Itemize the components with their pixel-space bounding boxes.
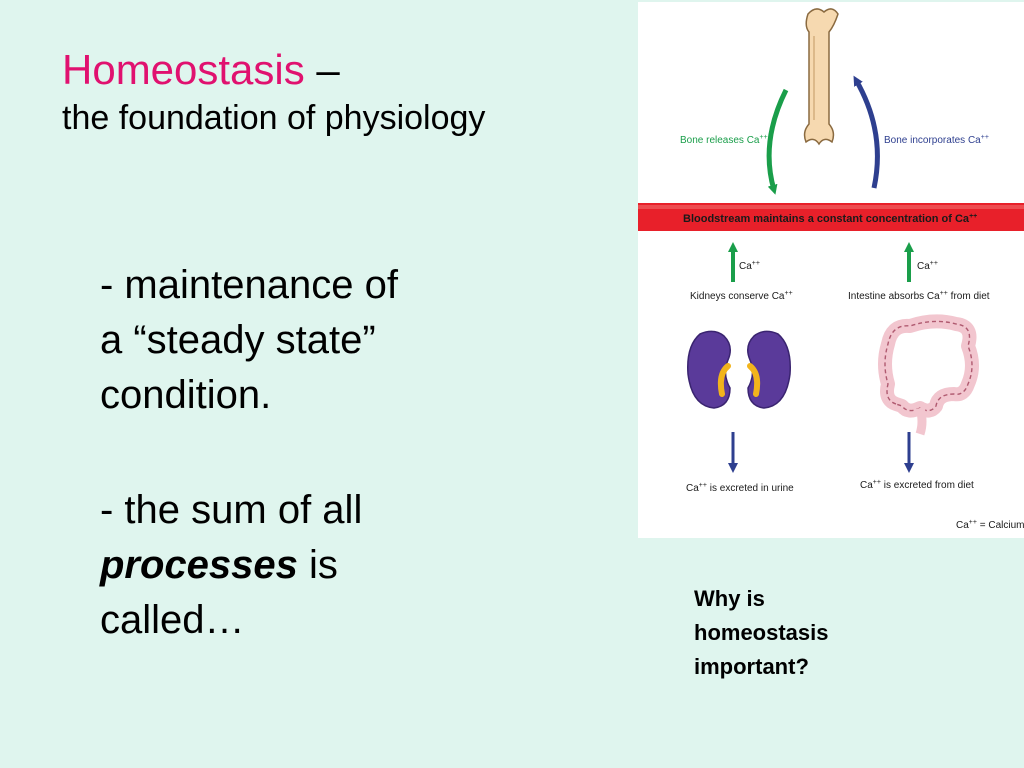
slide-body: - maintenance of a “steady state” condit… [100, 258, 540, 708]
label-bone-releases: Bone releases Ca++ [680, 134, 768, 146]
body-line-processes: processes is [100, 538, 540, 593]
calcium-diagram: Bone releases Ca++ Bone incorporates Ca+… [638, 8, 1024, 531]
kidneys-icon [687, 330, 791, 409]
bloodstream-band: Bloodstream maintains a constant concent… [638, 203, 1024, 231]
label-ca-left: Ca++ [739, 260, 760, 272]
label-urine: Ca++ is excreted in urine [686, 482, 794, 494]
calcium-homeostasis-figure: Bone releases Ca++ Bone incorporates Ca+… [638, 2, 1024, 538]
bone-incorporate-arrow [853, 75, 880, 189]
label-calcium-key: Ca++ = Calcium [956, 519, 1024, 531]
body-line: - the sum of all [100, 488, 363, 532]
paragraph-processes: - the sum of all processes is called… [100, 483, 540, 648]
bone-release-arrow [766, 88, 789, 195]
title-keyword: Homeostasis [62, 46, 305, 93]
body-line: - maintenance of [100, 263, 398, 307]
label-bloodstream: Bloodstream maintains a constant concent… [683, 213, 977, 225]
body-line: condition. [100, 373, 272, 417]
question-line: Why is [694, 586, 765, 611]
label-intestine: Intestine absorbs Ca++ from diet [848, 290, 990, 302]
label-kidneys: Kidneys conserve Ca++ [690, 290, 793, 302]
body-line-suffix: is [297, 543, 338, 587]
title-subtitle: the foundation of physiology [62, 99, 486, 137]
question-line: homeostasis [694, 620, 829, 645]
label-bone-incorporates: Bone incorporates Ca++ [884, 134, 989, 146]
emphasis-processes: processes [100, 543, 298, 587]
slide-title: Homeostasis – the foundation of physiolo… [62, 44, 485, 140]
title-dash: – [304, 46, 340, 93]
paragraph-steady-state: - maintenance of a “steady state” condit… [100, 258, 540, 423]
question-text: Why is homeostasis important? [694, 582, 829, 684]
label-ca-right: Ca++ [917, 260, 938, 272]
title-line: Homeostasis – [62, 44, 485, 96]
body-line: a “steady state” [100, 318, 376, 362]
label-diet: Ca++ is excreted from diet [860, 479, 974, 491]
bone-icon [803, 8, 839, 146]
intestine-icon [878, 314, 979, 436]
question-line: important? [694, 654, 809, 679]
body-line: called… [100, 598, 245, 642]
